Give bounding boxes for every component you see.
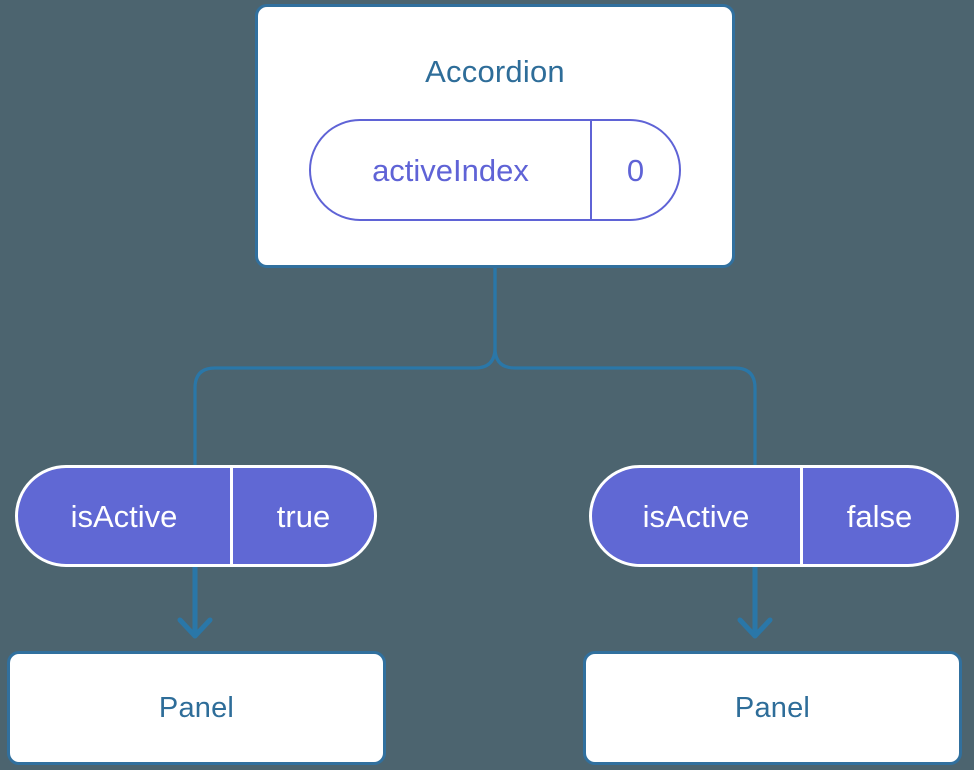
arrow-left-isactive-to-panel bbox=[177, 567, 213, 639]
state-pill-value: 0 bbox=[626, 152, 645, 188]
state-pill-active-index[interactable]: activeIndex 0 bbox=[309, 119, 681, 221]
prop-pill-key: isActive bbox=[18, 468, 233, 564]
arrow-right-isactive-to-panel bbox=[737, 567, 773, 639]
prop-pill-value: false bbox=[846, 498, 913, 534]
connector-accordion-to-branches bbox=[193, 266, 497, 468]
state-pill-key: activeIndex bbox=[311, 121, 592, 219]
prop-pill-isactive-true[interactable]: isActive true bbox=[15, 465, 377, 567]
prop-pill-key: isActive bbox=[592, 468, 803, 564]
prop-pill-value: true bbox=[276, 498, 331, 534]
panel-component-card-right[interactable]: Panel bbox=[583, 651, 962, 765]
accordion-title: Accordion bbox=[425, 54, 565, 89]
connector-accordion-to-branch-right bbox=[493, 266, 757, 468]
panel-title: Panel bbox=[158, 691, 235, 724]
panel-component-card-left[interactable]: Panel bbox=[7, 651, 386, 765]
panel-title: Panel bbox=[734, 691, 811, 724]
prop-pill-isactive-false[interactable]: isActive false bbox=[589, 465, 959, 567]
